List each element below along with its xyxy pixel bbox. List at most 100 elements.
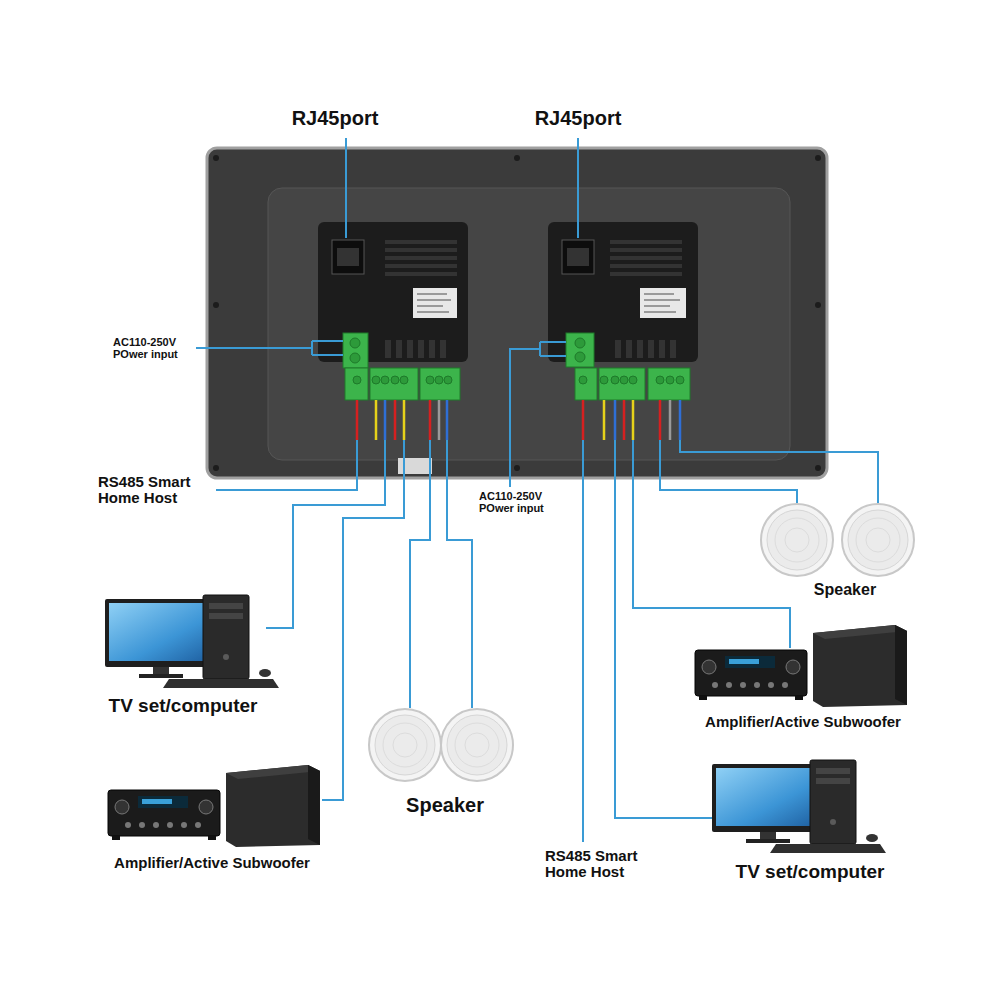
control-module xyxy=(440,340,446,358)
amplifier-icon xyxy=(108,625,907,847)
terminal-block xyxy=(350,353,360,363)
control-module xyxy=(413,288,457,318)
leader-line xyxy=(345,138,347,238)
terminal-block xyxy=(666,376,674,384)
signal-wire xyxy=(403,400,406,440)
signal-wire xyxy=(394,400,397,440)
leader-line xyxy=(216,440,357,490)
control-module xyxy=(610,272,682,276)
signal-wire xyxy=(659,400,662,440)
leader-line xyxy=(615,440,712,818)
terminal-block xyxy=(600,376,608,384)
signal-wire xyxy=(375,400,378,440)
terminal-block xyxy=(575,352,585,362)
signal-wire xyxy=(582,400,585,440)
signal-wire xyxy=(429,400,432,440)
computer-icon xyxy=(105,595,279,688)
control-module xyxy=(385,240,457,244)
signal-wire xyxy=(356,400,359,440)
leader-line xyxy=(196,341,343,355)
speaker-icon xyxy=(369,504,914,781)
power-label: AC110-250V POwer input xyxy=(113,337,195,360)
control-module xyxy=(385,340,391,358)
signal-wire xyxy=(357,400,680,440)
terminal-block xyxy=(575,338,585,348)
terminal-block xyxy=(611,376,619,384)
terminal-block xyxy=(599,368,645,400)
control-module xyxy=(429,340,435,358)
control-module xyxy=(637,340,643,358)
control-module xyxy=(640,288,686,318)
panel-housing xyxy=(514,465,520,471)
port-label: RJ45port xyxy=(535,108,622,129)
panel-housing xyxy=(213,302,219,308)
speaker-icon xyxy=(369,709,441,781)
terminal-block xyxy=(620,376,628,384)
terminal-block xyxy=(676,376,684,384)
signal-wire xyxy=(438,400,441,440)
signal-wire xyxy=(623,400,626,440)
panel-housing xyxy=(815,155,821,161)
terminal-block xyxy=(343,333,690,400)
device-label: Amplifier/Active Subwoofer xyxy=(705,714,901,730)
terminal-block xyxy=(656,376,664,384)
signal-wire xyxy=(614,400,617,440)
leader-line xyxy=(680,440,878,503)
device-label: TV set/computer xyxy=(736,862,885,882)
control-module xyxy=(567,248,589,266)
terminal-block xyxy=(566,333,594,367)
device-label: Speaker xyxy=(814,582,876,599)
panel-housing xyxy=(514,155,520,161)
terminal-block xyxy=(343,333,368,368)
control-module xyxy=(610,248,682,252)
terminal-block xyxy=(381,376,389,384)
control-module xyxy=(644,305,670,307)
control-module xyxy=(610,256,682,260)
device-label: Speaker xyxy=(406,795,484,816)
terminal-block xyxy=(420,368,460,400)
terminal-block xyxy=(575,368,597,400)
terminal-block xyxy=(629,376,637,384)
device-label: RS485 Smart Home Host xyxy=(545,848,670,880)
leader-line xyxy=(447,440,472,708)
speaker-icon xyxy=(761,504,833,576)
panel-housing xyxy=(815,465,821,471)
control-module xyxy=(648,340,654,358)
control-module xyxy=(407,340,413,358)
panel-housing xyxy=(213,465,219,471)
speaker-icon xyxy=(842,504,914,576)
signal-wire xyxy=(384,400,387,440)
control-module xyxy=(610,240,682,244)
leader-line xyxy=(266,440,385,628)
terminal-block xyxy=(426,376,434,384)
control-module xyxy=(332,240,364,274)
signal-wire xyxy=(446,400,449,440)
control-module xyxy=(418,340,424,358)
control-module xyxy=(385,248,457,252)
speaker-icon xyxy=(441,709,513,781)
terminal-block xyxy=(579,376,587,384)
leader-line xyxy=(510,342,566,487)
control-module xyxy=(610,264,682,268)
terminal-block xyxy=(435,376,443,384)
panel-housing xyxy=(207,148,827,478)
control-module xyxy=(644,311,676,313)
signal-wire xyxy=(679,400,682,440)
signal-wire xyxy=(632,400,635,440)
port-label: RJ45port xyxy=(292,108,379,129)
terminal-block xyxy=(648,368,690,400)
device-label: TV set/computer xyxy=(109,696,258,716)
control-module xyxy=(417,311,449,313)
control-module xyxy=(659,340,665,358)
panel-housing xyxy=(815,302,821,308)
leader-line xyxy=(410,440,430,708)
control-module xyxy=(644,293,674,295)
leader-line xyxy=(577,138,579,238)
terminal-block xyxy=(391,376,399,384)
amplifier-icon xyxy=(108,765,320,847)
control-module xyxy=(385,264,457,268)
computer-icon xyxy=(712,760,886,853)
terminal-block xyxy=(345,368,368,400)
signal-wire xyxy=(603,400,606,440)
terminal-block xyxy=(350,338,360,348)
